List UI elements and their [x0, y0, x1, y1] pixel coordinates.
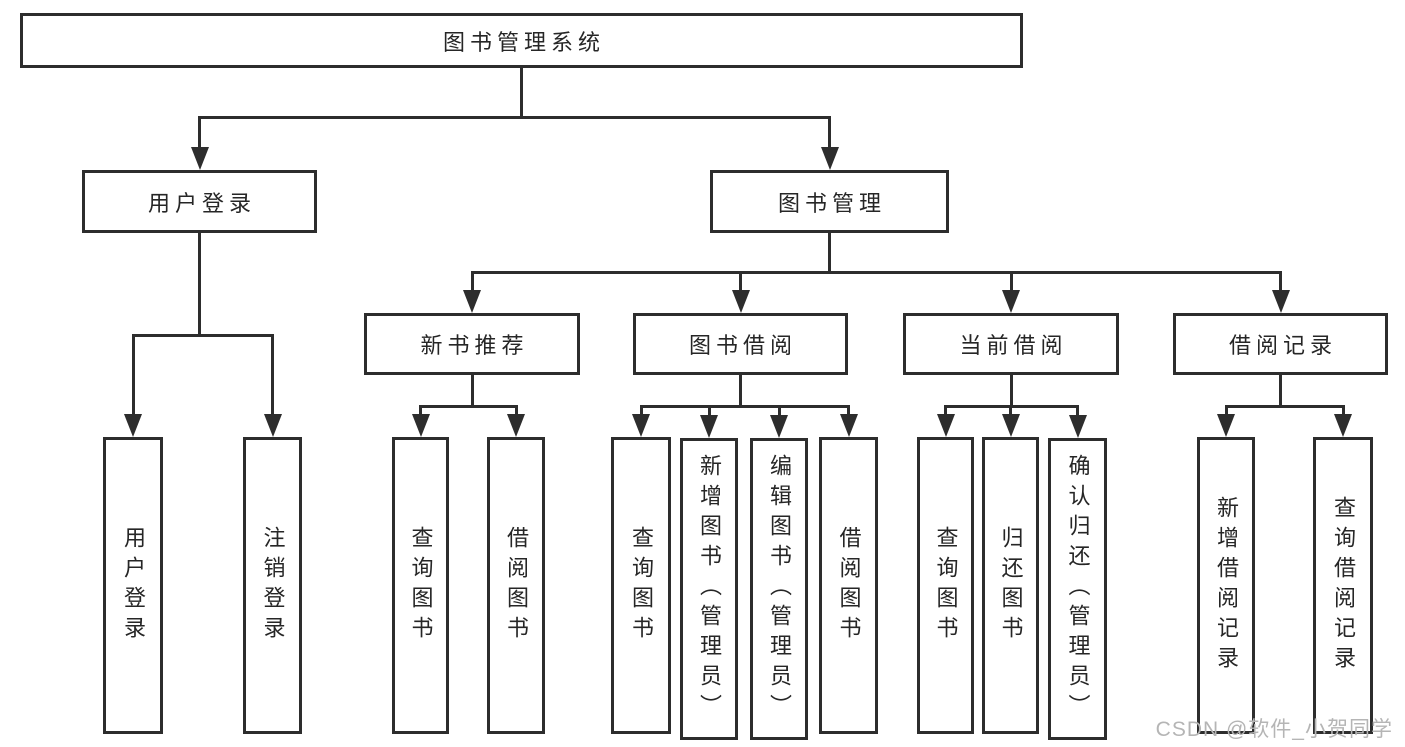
connector-vline — [639, 406, 643, 416]
connector-vline — [1009, 272, 1013, 292]
connector-vline — [739, 375, 742, 408]
node-cur-confirm: 确认归还（管理员） — [1048, 438, 1107, 740]
node-recs-add: 新增借阅记录 — [1197, 437, 1255, 734]
connector-bar — [639, 404, 850, 408]
connector-arrow — [263, 414, 282, 437]
node-label: 确认归还（管理员） — [1065, 454, 1091, 724]
node-label: 新增借阅记录 — [1214, 495, 1239, 676]
node-label: 查询图书 — [408, 525, 434, 646]
node-borrow: 图书借阅 — [633, 313, 848, 375]
connector-arrow — [770, 415, 788, 438]
connector-arrow — [839, 414, 858, 437]
connector-arrow — [190, 147, 209, 170]
node-label: 编辑图书（管理员） — [767, 454, 792, 724]
node-bor-borrow: 借阅图书 — [819, 437, 878, 734]
connector-vline — [777, 406, 781, 417]
node-label: 注销登录 — [260, 525, 286, 646]
node-label: 图书管理 — [777, 190, 886, 216]
node-label: 借阅记录 — [1228, 333, 1337, 358]
node-bor-edit: 编辑图书（管理员） — [750, 438, 808, 740]
node-login-do: 用户登录 — [103, 437, 163, 734]
connector-bar — [1224, 404, 1345, 408]
connector-vline — [271, 335, 274, 416]
connector-vline — [198, 233, 201, 337]
node-label: 查询借阅记录 — [1331, 495, 1356, 676]
node-cur-query: 查询图书 — [917, 437, 974, 734]
connector-vline — [944, 406, 947, 416]
connector-vline — [1009, 375, 1013, 408]
node-label: 新增图书（管理员） — [697, 454, 722, 724]
connector-vline — [520, 68, 523, 119]
node-label: 图书借阅 — [688, 333, 797, 358]
node-label: 借阅图书 — [504, 525, 529, 646]
connector-vline — [1076, 406, 1079, 417]
connector-arrow — [1002, 290, 1020, 313]
connector-arrow — [124, 414, 142, 437]
node-label: 用户登录 — [121, 525, 146, 646]
node-label: 用户登录 — [147, 190, 256, 216]
connector-vline — [470, 375, 474, 408]
node-label: 借阅图书 — [836, 525, 862, 646]
connector-bar — [198, 115, 831, 119]
node-rec-borrow: 借阅图书 — [487, 437, 545, 734]
connector-arrow — [507, 414, 525, 437]
connector-vline — [131, 335, 135, 416]
node-bor-add: 新增图书（管理员） — [680, 438, 738, 740]
node-label: 归还图书 — [998, 525, 1024, 646]
connector-arrow — [1271, 290, 1290, 313]
connector-arrow — [1001, 414, 1020, 437]
connector-bar — [131, 333, 274, 337]
connector-vline — [419, 406, 422, 416]
node-label: 新书推荐 — [420, 333, 529, 358]
connector-bar — [470, 270, 1282, 274]
node-bor-query: 查询图书 — [611, 437, 671, 734]
node-login: 用户登录 — [82, 170, 317, 233]
node-label: 查询图书 — [629, 525, 654, 646]
connector-arrow — [936, 414, 955, 437]
connector-vline — [1009, 406, 1012, 416]
connector-vline — [828, 117, 831, 149]
connector-vline — [828, 233, 831, 274]
connector-arrow — [700, 415, 718, 438]
node-records: 借阅记录 — [1173, 313, 1388, 375]
connector-arrow — [731, 290, 750, 313]
node-root: 图书管理系统 — [20, 13, 1023, 68]
connector-vline — [1224, 406, 1228, 416]
node-label: 查询图书 — [933, 525, 959, 646]
connector-arrow — [1217, 414, 1235, 437]
watermark: CSDN @软件_小贺同学 — [1155, 718, 1393, 741]
node-cur-return: 归还图书 — [982, 437, 1039, 734]
connector-arrow — [463, 290, 481, 313]
node-recommend: 新书推荐 — [364, 313, 580, 375]
node-label: 当前借阅 — [959, 333, 1068, 358]
node-rec-query: 查询图书 — [392, 437, 449, 734]
connector-arrow — [1334, 414, 1352, 437]
node-logout: 注销登录 — [243, 437, 302, 734]
connector-bar — [419, 404, 518, 408]
node-current: 当前借阅 — [903, 313, 1119, 375]
node-mgmt: 图书管理 — [710, 170, 949, 233]
connector-vline — [514, 406, 518, 416]
node-label: 图书管理系统 — [442, 29, 605, 55]
connector-vline — [847, 406, 850, 416]
connector-arrow — [411, 414, 430, 437]
connector-vline — [1279, 375, 1282, 408]
node-recs-query: 查询借阅记录 — [1313, 437, 1373, 734]
connector-vline — [739, 272, 742, 292]
connector-arrow — [632, 414, 650, 437]
connector-vline — [1279, 272, 1282, 292]
connector-vline — [198, 117, 201, 149]
connector-vline — [1341, 406, 1345, 416]
connector-vline — [470, 272, 474, 292]
connector-vline — [707, 406, 711, 417]
connector-arrow — [820, 147, 839, 170]
connector-arrow — [1068, 415, 1087, 438]
